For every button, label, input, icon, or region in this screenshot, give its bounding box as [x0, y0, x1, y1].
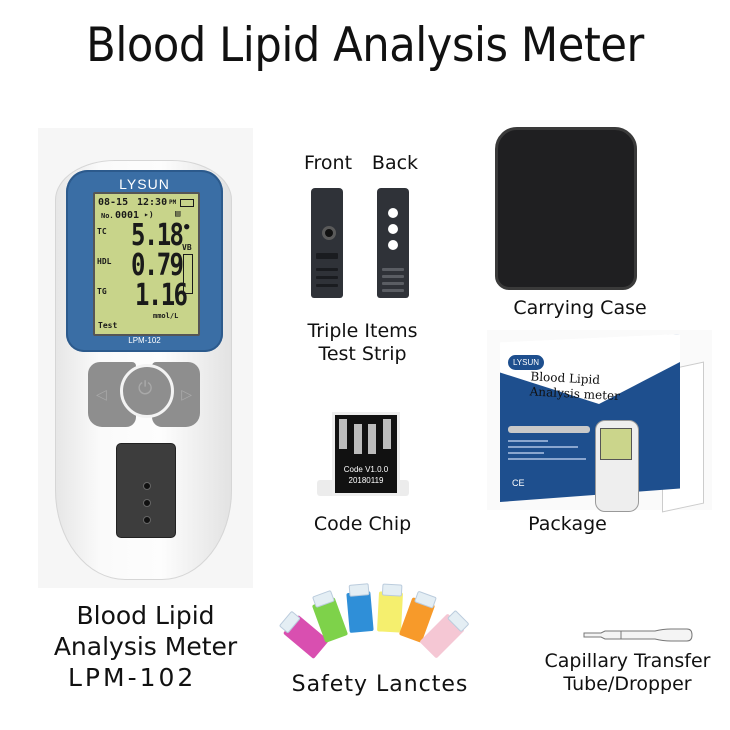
strip-caption-line-1: Triple Items — [307, 320, 418, 342]
package-meter-lcd — [600, 428, 632, 460]
lcd-record-number: 0001 — [115, 210, 140, 221]
slot-contact — [143, 499, 151, 507]
lancets-caption: Safety Lanctes — [291, 672, 469, 697]
triangle-left-icon: ◁ — [96, 386, 107, 402]
package-box-title: Blood Lipid Analysis meter — [529, 369, 630, 404]
code-chip-caption: Code Chip — [313, 513, 412, 535]
meter-caption-line-2: Analysis Meter — [53, 632, 238, 661]
dropper-caption-line-2: Tube/Dropper — [563, 673, 692, 695]
package-logo: LYSUN — [508, 355, 544, 370]
triangle-right-icon: ▷ — [181, 386, 192, 402]
power-icon: ⏻ — [138, 378, 153, 398]
strip-rib — [316, 268, 338, 271]
lcd-unit: mmol/L — [153, 312, 179, 320]
lcd-tc-label: TC — [97, 227, 107, 236]
chip-pin — [383, 419, 391, 449]
strip-rib — [382, 275, 404, 278]
package-info-bar — [508, 426, 590, 433]
package-text-line — [508, 458, 586, 460]
lcd-tc-value: 5.18 — [131, 218, 184, 253]
lcd-ampm: PM — [169, 199, 177, 206]
lancet-yellow — [376, 583, 404, 633]
test-strip-caption: Triple Items Test Strip — [290, 320, 435, 366]
strip-caption-line-2: Test Strip — [318, 343, 407, 365]
code-chip: Code V1.0.0 20180119 — [332, 412, 400, 496]
strip-insertion-slot — [116, 443, 176, 538]
dropper-caption: Capillary Transfer Tube/Dropper — [535, 650, 720, 696]
meter-caption: Blood Lipid Analysis Meter LPM-102 — [38, 600, 253, 693]
slot-contact — [143, 482, 151, 490]
strip-rib — [382, 268, 404, 271]
chip-code-version: Code V1.0.0 — [343, 465, 389, 474]
carrying-case-caption: Carrying Case — [513, 297, 647, 319]
strip-rib — [316, 253, 338, 259]
lancet-cap — [381, 583, 403, 597]
lcd-tg-label: TG — [97, 287, 107, 296]
package-text-line — [508, 440, 548, 442]
package-text-line — [508, 446, 578, 448]
blood-drop-icon: ● — [184, 222, 190, 232]
chip-pin — [368, 424, 376, 454]
strip-rib — [382, 289, 404, 292]
strip-rib — [316, 284, 338, 287]
strip-hole — [388, 240, 398, 250]
meter-caption-line-1: Blood Lipid — [76, 601, 215, 630]
ce-mark: CE — [512, 478, 525, 488]
lancet-blue — [346, 583, 374, 633]
chip-pin — [339, 419, 347, 449]
package-text-line — [508, 452, 544, 454]
slot-contact — [143, 516, 151, 524]
strip-rib — [316, 276, 338, 279]
chip-code-date: 20180119 — [348, 476, 384, 485]
lcd-mode: Test — [98, 321, 118, 330]
lancet-cap — [348, 583, 370, 597]
meter-lcd-screen: 08-15 12:30 PM No. 0001 ▸) ▤ TC 5.18 ● V… — [93, 192, 200, 336]
lancet-cap — [446, 609, 470, 633]
pc-icon: ▤ — [175, 209, 181, 219]
lcd-level-gauge — [183, 254, 193, 294]
lcd-sample-type: VB — [182, 243, 192, 252]
meter-caption-line-3: LPM-102 — [68, 663, 197, 692]
dropper-caption-line-1: Capillary Transfer — [544, 650, 711, 672]
test-strip-front — [311, 188, 343, 298]
strip-front-label: Front — [303, 152, 353, 174]
lancet-cap — [278, 610, 301, 634]
strip-hole — [388, 208, 398, 218]
carrying-case — [495, 127, 637, 290]
strip-hole — [388, 224, 398, 234]
sample-port — [322, 226, 336, 240]
lcd-record-label: No. — [101, 212, 114, 220]
lcd-date: 08-15 — [98, 197, 129, 208]
speaker-icon: ▸) — [144, 210, 154, 219]
lcd-hdl-value: 0.79 — [131, 248, 184, 283]
strip-rib — [382, 282, 404, 285]
lancet-cap — [414, 590, 437, 609]
meter-model-label: LPM-102 — [128, 336, 161, 345]
page-title: Blood Lipid Analysis Meter — [86, 18, 644, 73]
power-button: ⏻ — [120, 364, 174, 418]
lcd-time: 12:30 — [137, 197, 168, 208]
chip-pin — [354, 424, 362, 454]
capillary-dropper — [583, 628, 693, 642]
lcd-hdl-label: HDL — [97, 257, 112, 266]
test-strip-back — [377, 188, 409, 298]
strip-back-label: Back — [371, 152, 419, 174]
battery-icon — [180, 199, 194, 207]
package-caption: Package — [528, 513, 607, 535]
lancet-cap — [311, 589, 335, 609]
lcd-tg-value: 1.16 — [135, 278, 188, 313]
meter-brand-logo: LYSUN — [119, 176, 170, 192]
